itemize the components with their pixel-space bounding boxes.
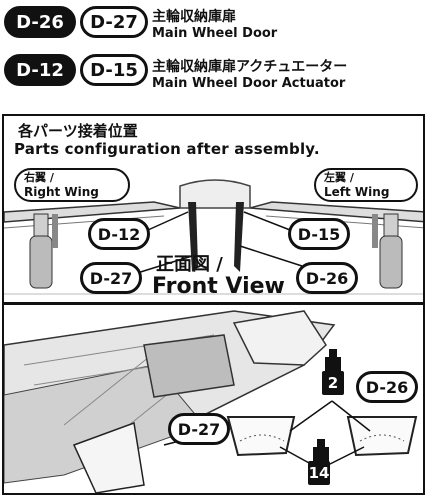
- panel-title-jp: 各パーツ接着位置: [18, 122, 138, 140]
- part-badge-d26: D-26: [4, 6, 76, 38]
- assembly-detail-panel: D-27 D-26 2 14: [2, 303, 425, 495]
- left-wing-tag: 左翼 / Left Wing: [314, 168, 418, 202]
- legend-door-jp: 主輪収納庫扉: [152, 9, 236, 25]
- left-wing-jp: 左翼 /: [324, 171, 354, 184]
- panel-title-en: Parts configuration after assembly.: [14, 140, 320, 158]
- legend-actuator-en: Main Wheel Door Actuator: [152, 76, 346, 91]
- front-view-label-jp: 正面図 /: [156, 254, 223, 275]
- part-badge-d15: D-15: [80, 54, 148, 86]
- callout-d26: D-26: [296, 262, 358, 294]
- callout-d12: D-12: [88, 218, 150, 250]
- callout-d27-detail: D-27: [168, 413, 230, 445]
- callout-d26-detail: D-26: [356, 371, 418, 403]
- paint-color-2: 2: [322, 371, 344, 395]
- assembly-detail-drawing: [4, 310, 418, 493]
- front-view-drawing: [4, 179, 423, 295]
- callout-d15: D-15: [288, 218, 350, 250]
- front-view-panel: 各パーツ接着位置 Parts configuration after assem…: [2, 114, 425, 304]
- paint-color-14: 14: [308, 461, 330, 485]
- right-wing-en: Right Wing: [24, 185, 99, 199]
- right-wing-jp: 右翼 /: [24, 171, 54, 184]
- callout-d27: D-27: [80, 262, 142, 294]
- legend-actuator-jp: 主輪収納庫扉アクチュエーター: [152, 59, 348, 75]
- front-view-label-en: Front View: [152, 274, 285, 299]
- left-wing-en: Left Wing: [324, 185, 390, 199]
- legend-door-en: Main Wheel Door: [152, 26, 278, 41]
- part-badge-d12: D-12: [4, 54, 76, 86]
- right-wing-tag: 右翼 / Right Wing: [14, 168, 130, 202]
- part-badge-d27: D-27: [80, 6, 148, 38]
